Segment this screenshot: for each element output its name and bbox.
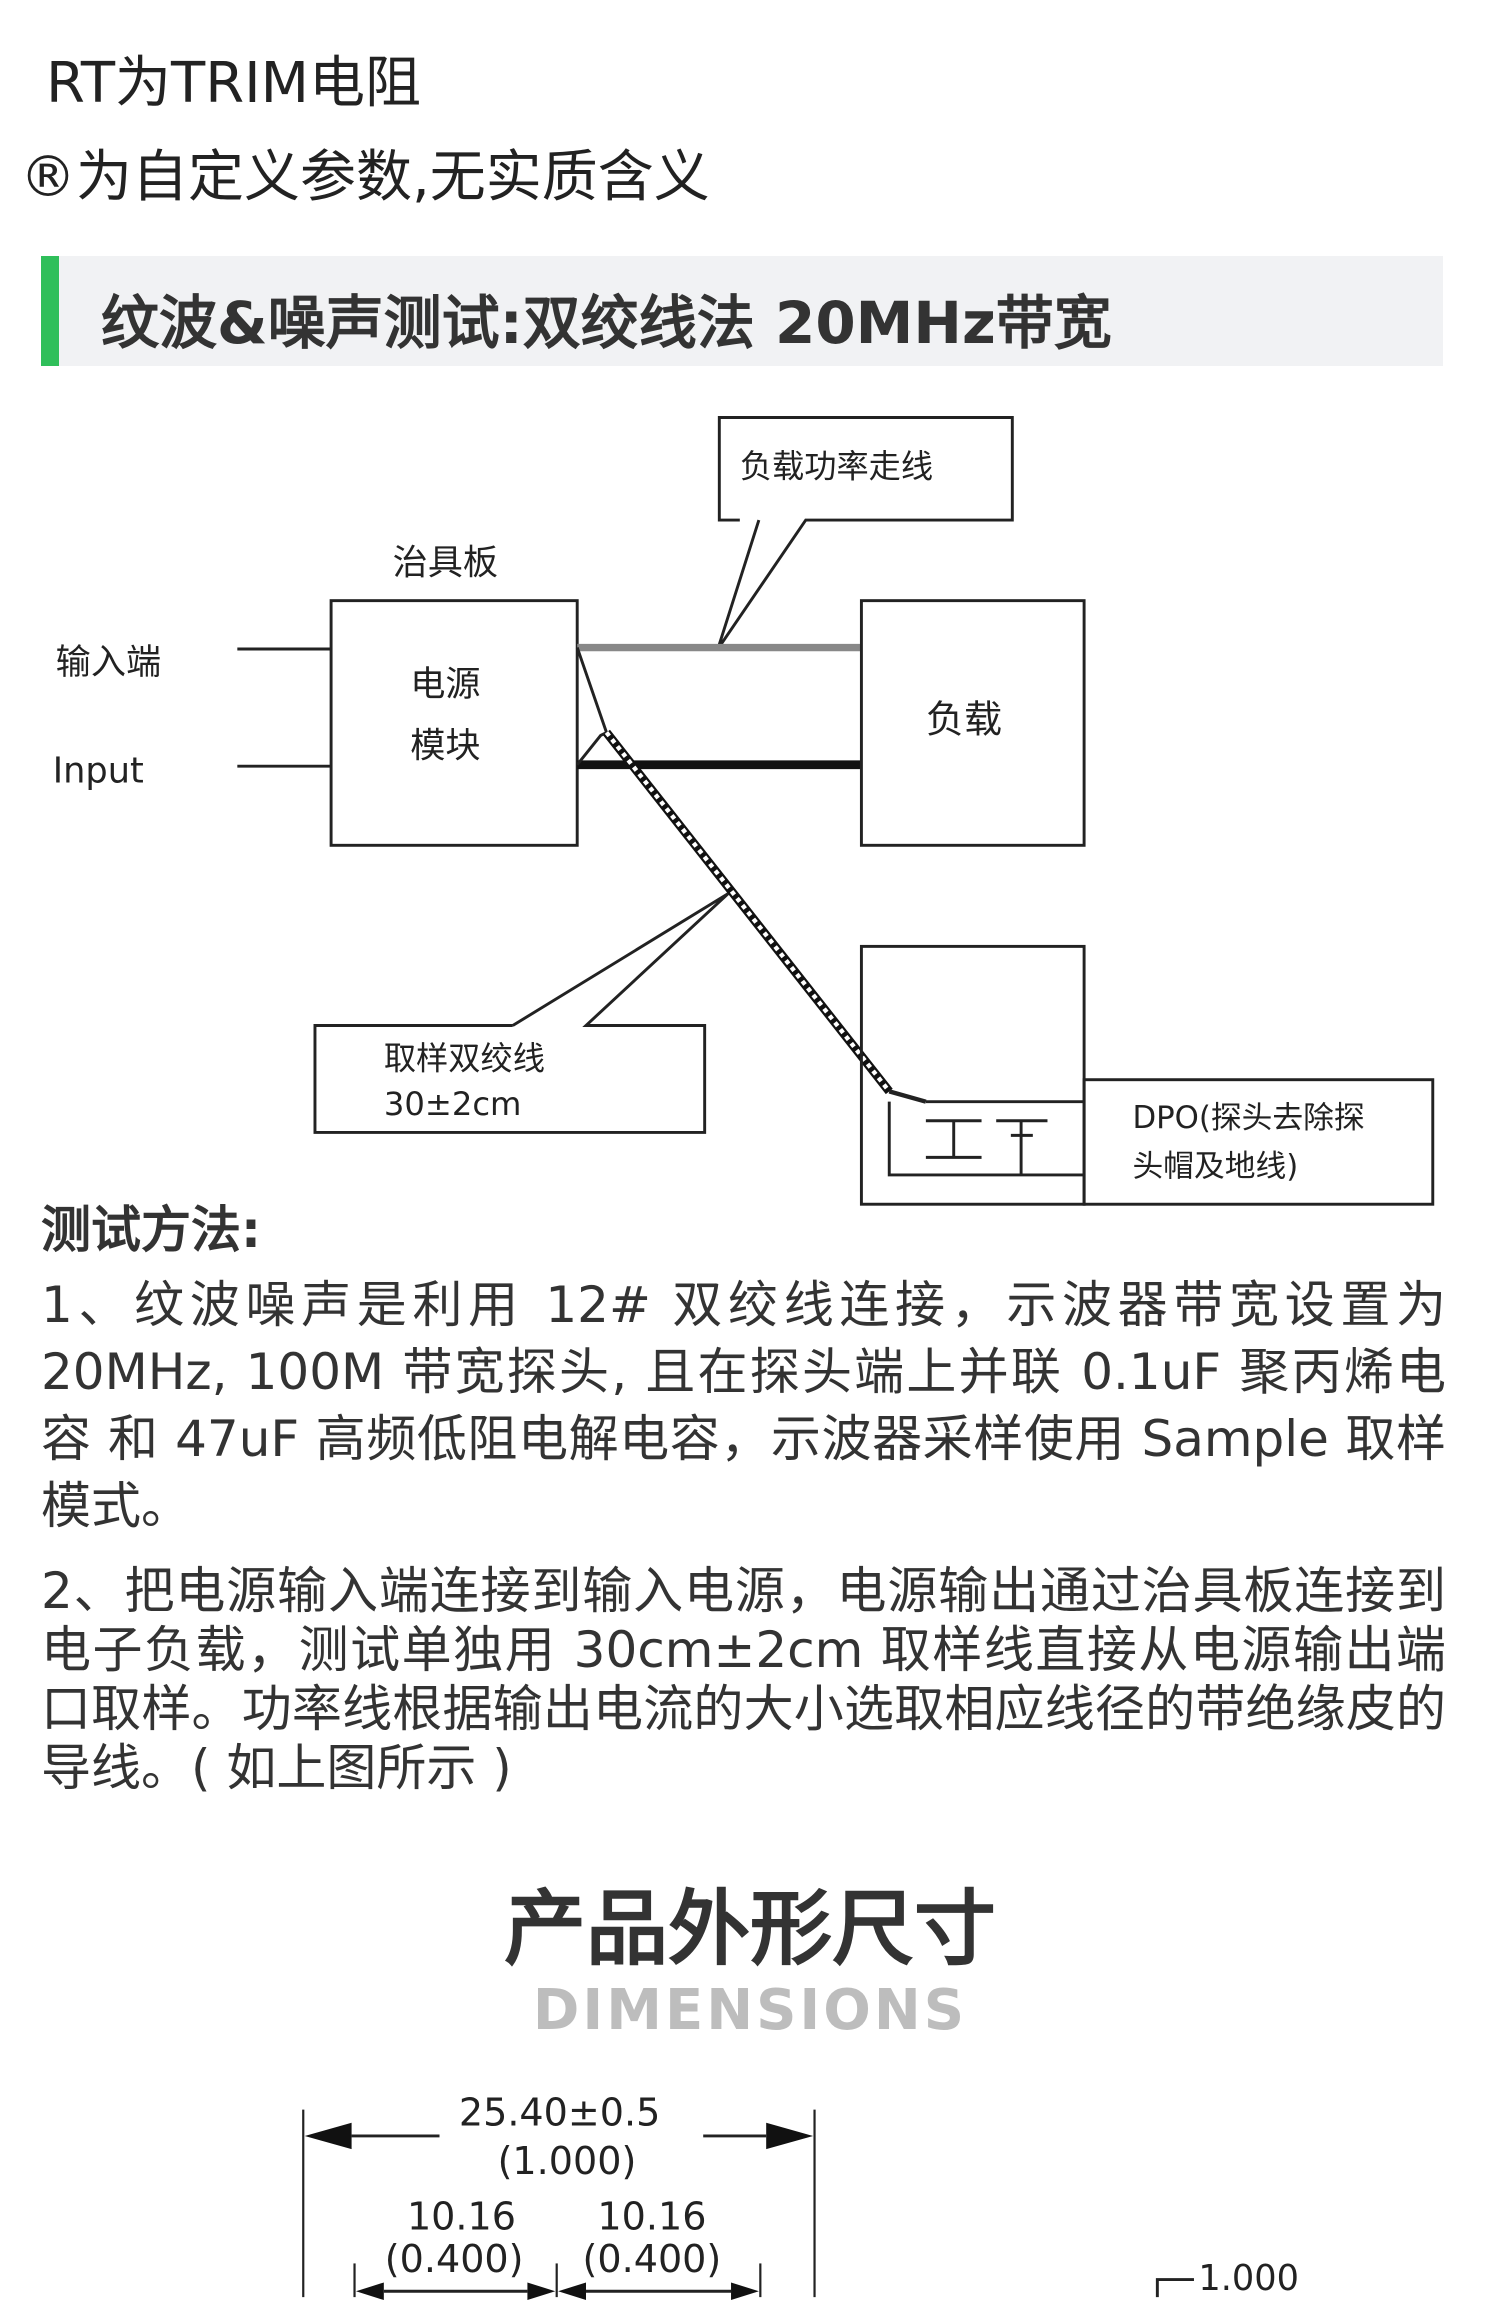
- pitch1-mm: 10.16: [407, 2195, 516, 2239]
- section-title: 纹波&噪声测试:双绞线法 20MHz带宽: [101, 289, 1112, 357]
- method-title: 测试方法:: [41, 1201, 261, 1259]
- twisted-pair-end: [888, 1089, 927, 1104]
- power-module-box: [329, 599, 579, 847]
- scope-fixture-box: [859, 944, 1086, 1206]
- dpo-box: [1082, 1078, 1435, 1206]
- fixture-board-label: 治具板: [393, 542, 498, 583]
- callout-twisted-text-1: 取样双绞线: [384, 1039, 545, 1077]
- section-accent-bar: [41, 256, 59, 366]
- r-note: ®为自定义参数,无实质含义: [20, 145, 710, 210]
- module-label-2: 模块: [410, 725, 480, 766]
- input-cn-label: 输入端: [56, 642, 161, 683]
- overall-mm: 25.40±0.5: [459, 2091, 660, 2135]
- load-box: [859, 599, 1086, 847]
- rt-note: RT为TRIM电阻: [46, 51, 421, 116]
- callout-power-line-box: [716, 416, 1014, 650]
- load-label: 负载: [926, 698, 1002, 742]
- twisted-pair-start: [575, 647, 608, 766]
- pitch1-in: (0.400): [385, 2237, 524, 2281]
- method-paragraph-2: 2、把电源输入端连接到输入电源，电源输出通过治具板连接到电子负载，测试单独用 3…: [41, 1562, 1446, 1797]
- callout-power-line-text: 负载功率走线: [740, 448, 933, 486]
- twisted-pair-pattern: [604, 731, 891, 1093]
- method-paragraph-1: 1、纹波噪声是利用 12# 双绞线连接，示波器带宽设置为 20MHz, 100M…: [41, 1276, 1446, 1535]
- pitch2-mm: 10.16: [597, 2195, 706, 2239]
- callout-twisted-text-2: 30±2cm: [384, 1085, 522, 1123]
- arrow-right-icon: [766, 2122, 814, 2150]
- arrow-left-icon: [304, 2122, 352, 2150]
- module-label-1: 电源: [410, 664, 480, 705]
- dpo-label-2: 头帽及地线): [1132, 1148, 1298, 1184]
- dimensions-subtitle: DIMENSIONS: [532, 1978, 968, 2043]
- capacitor-2-icon: [996, 1119, 1048, 1175]
- dpo-label-1: DPO(探头去除探: [1132, 1100, 1364, 1136]
- section-header: 纹波&噪声测试:双绞线法 20MHz带宽: [41, 256, 1443, 366]
- pitch2-in: (0.400): [583, 2237, 722, 2281]
- dimension-drawing: 25.40±0.5 (1.000) 10.16 (0.400) 10.16 (0…: [302, 2091, 1299, 2301]
- side-dimension: 1.000: [1198, 2258, 1299, 2299]
- probe-inner-box: [887, 1100, 1085, 1177]
- input-en-label: Input: [53, 750, 144, 791]
- callout-twisted-box: [313, 892, 730, 1134]
- capacitor-1-icon: [925, 1119, 982, 1159]
- overall-in: (1.000): [498, 2139, 637, 2183]
- dimensions-title: 产品外形尺寸: [503, 1882, 996, 1977]
